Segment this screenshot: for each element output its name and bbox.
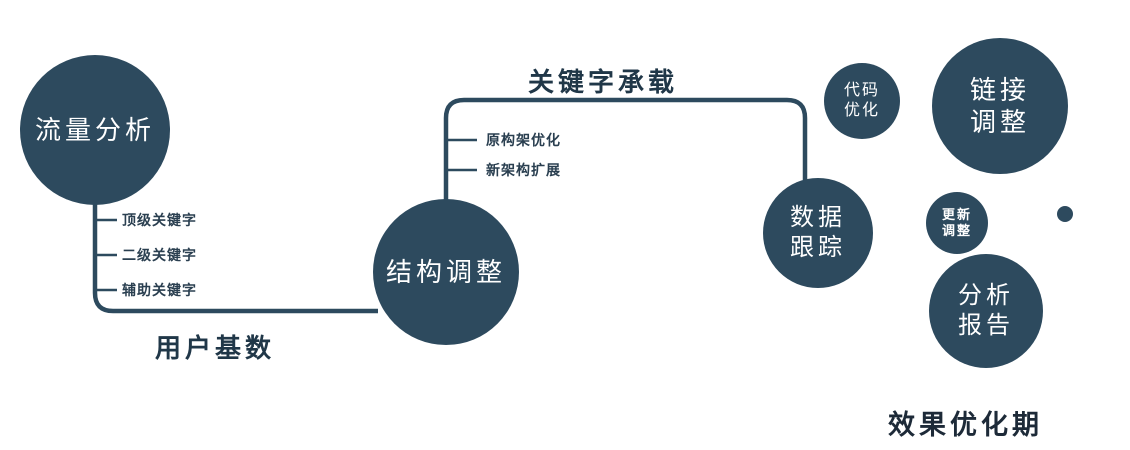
node-link-adjustment-line1: 链接 (969, 74, 1030, 105)
node-traffic-analysis-label: 流量分析 (34, 114, 155, 145)
node-code-optimization-line2: 优化 (843, 102, 880, 119)
edge-label-keyword-carrying: 关键字承载 (528, 67, 679, 97)
edge-structure-to-tracking (443, 97, 808, 202)
node-structure-adjust-label: 结构调整 (385, 256, 506, 287)
node-update-adjustment-line1: 更新 (941, 206, 972, 222)
node-link-adjustment-line2: 调整 (969, 107, 1030, 137)
branch-label-second-keywords: 二级关键字 (122, 247, 197, 263)
node-analysis-report-line2: 报告 (958, 312, 1014, 339)
node-analysis-report-line1: 分析 (958, 282, 1014, 309)
branch-label-original-framework: 原构架优化 (486, 132, 561, 148)
edge-label-user-base: 用户基数 (155, 333, 276, 363)
node-structure-adjust: 结构调整 (373, 199, 519, 345)
node-link-adjustment: 链接 调整 (932, 38, 1068, 174)
node-data-tracking: 数据 跟踪 (763, 178, 873, 288)
node-update-adjustment-line2: 调整 (941, 223, 972, 238)
node-analysis-report: 分析 报告 (929, 254, 1043, 368)
edge-traffic-to-structure (92, 200, 378, 314)
branch-label-new-framework: 新架构扩展 (486, 162, 561, 178)
branch-label-auxiliary-keywords: 辅助关键字 (122, 282, 197, 298)
footer-phase-label: 效果优化期 (888, 410, 1043, 440)
node-update-adjustment: 更新 调整 (926, 192, 988, 254)
node-code-optimization-line1: 代码 (843, 82, 880, 99)
node-data-tracking-line1: 数据 (790, 204, 846, 231)
node-traffic-analysis: 流量分析 (20, 55, 170, 205)
small-dot-marker (1057, 206, 1073, 222)
branch-label-top-keywords: 顶级关键字 (122, 212, 197, 228)
node-data-tracking-line2: 跟踪 (790, 234, 846, 261)
node-code-optimization: 代码 优化 (824, 63, 900, 139)
